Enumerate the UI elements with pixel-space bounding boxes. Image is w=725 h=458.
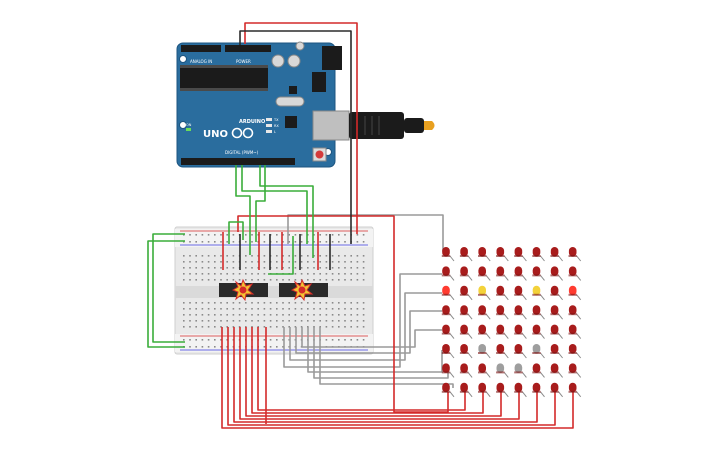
matrix-led[interactable]: [514, 266, 527, 281]
matrix-led[interactable]: [568, 382, 582, 398]
digital-header[interactable]: [181, 158, 295, 165]
matrix-led[interactable]: [532, 266, 545, 281]
rx-label: RX: [274, 124, 279, 128]
atmega-chip: [180, 68, 268, 88]
on-label: ON: [186, 123, 192, 127]
matrix-led[interactable]: [478, 363, 491, 378]
matrix-led[interactable]: [496, 305, 509, 320]
matrix-led[interactable]: [550, 382, 563, 398]
shift-register-1[interactable]: [219, 278, 268, 302]
matrix-led[interactable]: [478, 344, 491, 359]
matrix-led[interactable]: [568, 344, 582, 359]
matrix-led[interactable]: [441, 344, 455, 359]
matrix-led[interactable]: [514, 324, 527, 339]
matrix-led[interactable]: [496, 247, 509, 262]
arduino-brand-label: ARDUINO: [239, 119, 265, 125]
breadboard-holes: [183, 234, 365, 348]
matrix-led[interactable]: [441, 382, 455, 398]
power-header-label: POWER: [236, 59, 251, 64]
matrix-led[interactable]: [532, 344, 545, 359]
matrix-led[interactable]: [459, 247, 473, 262]
arduino-board[interactable]: ANALOG IN POWER TX RX L ON UNO ARDUINO: [176, 41, 435, 168]
matrix-led[interactable]: [441, 285, 455, 301]
matrix-led[interactable]: [514, 363, 527, 378]
matrix-led[interactable]: [441, 247, 455, 262]
matrix-led[interactable]: [568, 285, 582, 301]
usb-plug[interactable]: [349, 112, 404, 139]
matrix-led[interactable]: [532, 285, 545, 301]
shift-register-2[interactable]: [279, 278, 328, 302]
matrix-led[interactable]: [532, 363, 545, 378]
matrix-led[interactable]: [441, 363, 455, 378]
matrix-led[interactable]: [550, 285, 563, 301]
matrix-led[interactable]: [459, 285, 473, 301]
tx-label: TX: [273, 118, 279, 122]
l-label: L: [274, 130, 276, 134]
matrix-led[interactable]: [496, 285, 509, 301]
arduino-logo-icon: [231, 127, 254, 139]
green-wires: [147, 165, 314, 348]
matrix-led[interactable]: [532, 247, 545, 262]
power-jack[interactable]: [322, 46, 342, 70]
matrix-led[interactable]: [514, 344, 527, 359]
matrix-led[interactable]: [532, 382, 545, 398]
matrix-led[interactable]: [496, 266, 509, 281]
matrix-led[interactable]: [568, 266, 582, 281]
matrix-led[interactable]: [514, 285, 527, 301]
usb-port[interactable]: [312, 110, 350, 141]
matrix-led[interactable]: [550, 363, 563, 378]
matrix-led[interactable]: [478, 305, 491, 320]
red-wires: [221, 22, 574, 429]
matrix-led[interactable]: [496, 324, 509, 339]
matrix-led[interactable]: [459, 305, 473, 320]
analog-header-label: ANALOG IN: [190, 59, 212, 64]
analog-header[interactable]: [181, 45, 221, 52]
matrix-led[interactable]: [568, 363, 582, 378]
matrix-led[interactable]: [568, 305, 582, 320]
matrix-led[interactable]: [459, 363, 473, 378]
matrix-led[interactable]: [441, 266, 455, 281]
matrix-led[interactable]: [568, 324, 582, 339]
matrix-led[interactable]: [441, 324, 455, 339]
matrix-led[interactable]: [478, 247, 491, 262]
black-wires: [239, 30, 352, 270]
matrix-led[interactable]: [478, 382, 491, 398]
matrix-led[interactable]: [550, 247, 563, 262]
matrix-led[interactable]: [514, 382, 527, 398]
matrix-led[interactable]: [550, 324, 563, 339]
explosion-icon: [231, 278, 255, 302]
uno-label: UNO: [203, 129, 228, 140]
matrix-led[interactable]: [514, 305, 527, 320]
matrix-led[interactable]: [550, 344, 563, 359]
matrix-led[interactable]: [478, 324, 491, 339]
matrix-led[interactable]: [532, 324, 545, 339]
on-led: [186, 128, 191, 131]
matrix-led[interactable]: [459, 266, 473, 281]
matrix-led[interactable]: [496, 382, 509, 398]
matrix-led[interactable]: [496, 344, 509, 359]
matrix-led[interactable]: [478, 285, 491, 301]
matrix-led[interactable]: [441, 305, 455, 320]
matrix-led[interactable]: [550, 305, 563, 320]
matrix-led[interactable]: [532, 305, 545, 320]
matrix-led[interactable]: [459, 324, 473, 339]
matrix-led[interactable]: [568, 247, 582, 262]
digital-header-label: DIGITAL (PWM~): [225, 150, 259, 155]
matrix-led[interactable]: [550, 266, 563, 281]
power-header[interactable]: [225, 45, 271, 52]
breadboard: [174, 226, 374, 355]
matrix-led[interactable]: [496, 363, 509, 378]
explosion-icon: [290, 278, 314, 302]
matrix-led[interactable]: [478, 266, 491, 281]
matrix-led[interactable]: [514, 247, 527, 262]
led-matrix: [441, 247, 582, 398]
matrix-led[interactable]: [459, 382, 473, 398]
matrix-led[interactable]: [459, 344, 473, 359]
